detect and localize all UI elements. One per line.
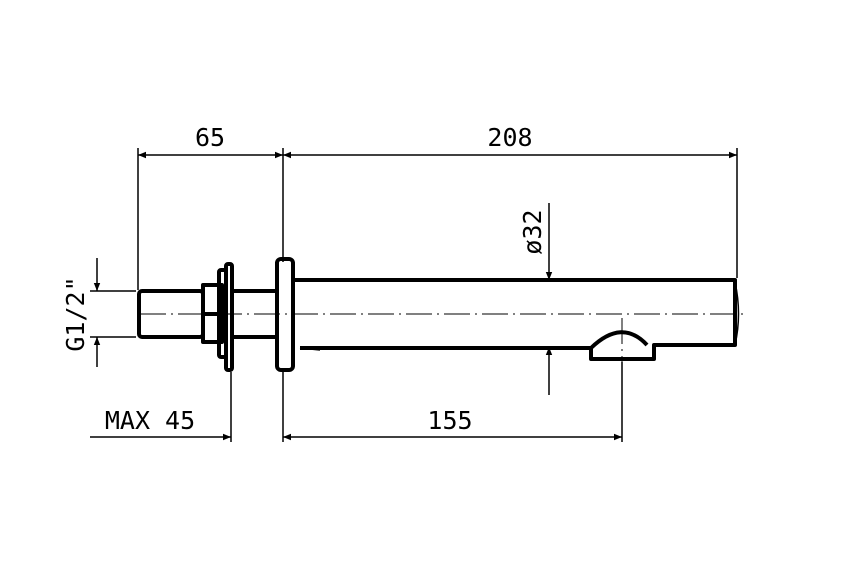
dimension-label: ø32 <box>518 209 547 254</box>
dimension-label: G1/2" <box>61 276 90 351</box>
dimension-thread-size: G1/2" <box>61 258 101 367</box>
dimension-spout-diameter: ø32 <box>518 203 553 395</box>
dimension-max-wall: MAX 45 <box>90 406 231 441</box>
wall-plate <box>224 262 234 372</box>
extension-lines <box>90 148 738 442</box>
spout-end-cap <box>734 281 740 346</box>
dimension-outlet-reach: 155 <box>283 406 622 441</box>
dimension-spout-length: 208 <box>283 123 737 159</box>
dimension-inlet-length: 65 <box>138 123 283 159</box>
aerator <box>589 330 649 350</box>
dimension-label: 155 <box>427 406 472 435</box>
spout-body <box>293 278 737 361</box>
dimension-label: 65 <box>195 123 225 152</box>
center-lines <box>140 313 745 372</box>
dimension-label: MAX 45 <box>105 406 195 435</box>
dimension-label: 208 <box>487 123 532 152</box>
